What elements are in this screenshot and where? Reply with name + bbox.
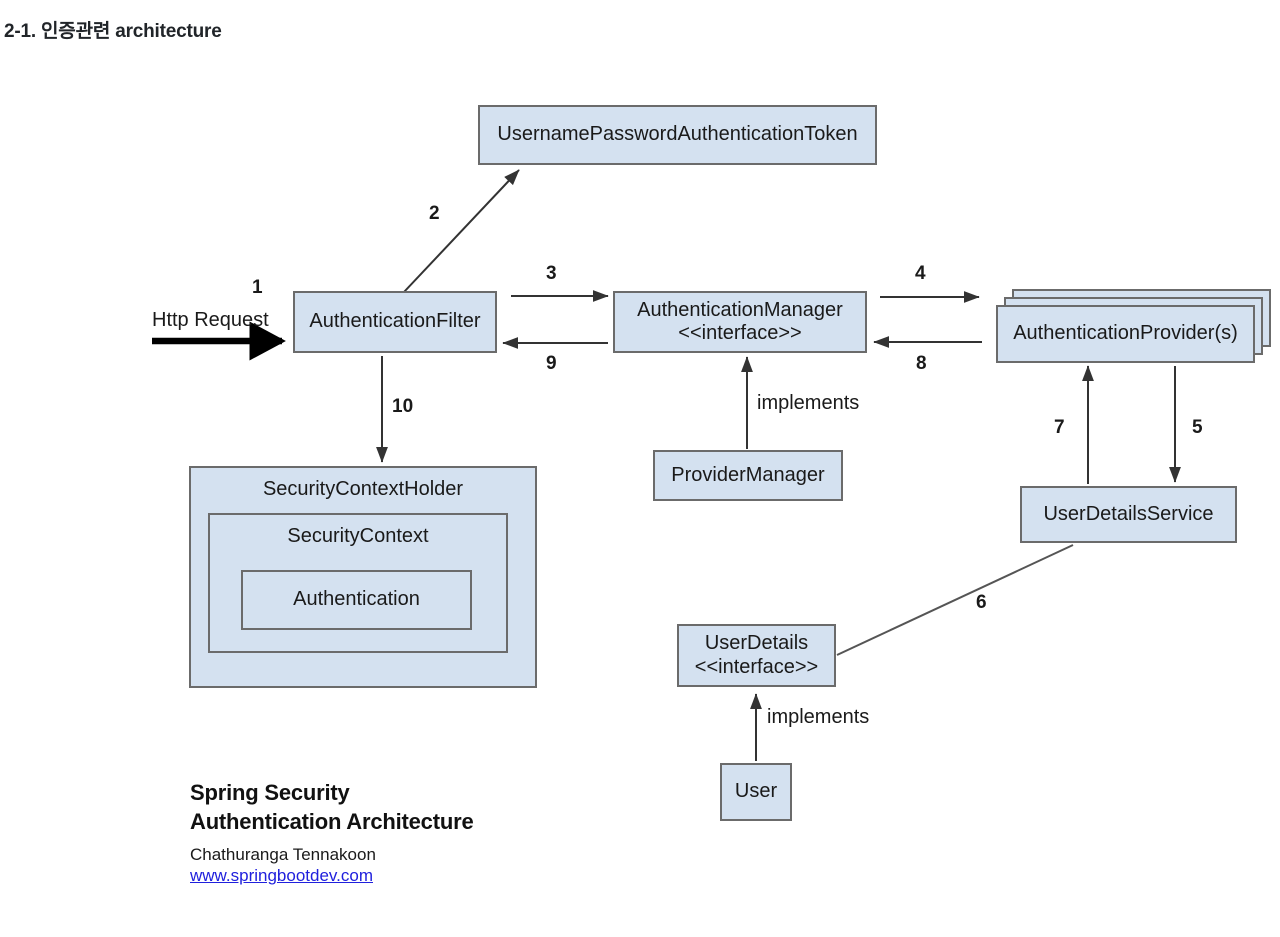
- node-label: SecurityContextHolder: [262, 478, 464, 500]
- caption-title: Spring Security Authentication Architect…: [190, 780, 474, 835]
- annotation-implements-provider-manager: implements: [757, 392, 860, 414]
- edge-label-5: 5: [1192, 417, 1203, 438]
- diagram-caption: Spring Security Authentication Architect…: [190, 778, 650, 886]
- node-label: AuthenticationManager <<interface>>: [637, 298, 843, 344]
- node-user-details[interactable]: UserDetails <<interface>>: [677, 624, 836, 687]
- edge-label-1: 1: [252, 277, 263, 298]
- node-authentication-filter[interactable]: AuthenticationFilter: [293, 291, 497, 353]
- node-authentication-provider[interactable]: AuthenticationProvider(s): [996, 305, 1255, 363]
- edge-2-filter-to-token: [403, 169, 520, 293]
- node-authentication[interactable]: Authentication: [241, 570, 472, 630]
- edge-label-4: 4: [915, 263, 926, 284]
- node-label: UsernamePasswordAuthenticationToken: [497, 123, 858, 146]
- node-label: Authentication: [293, 588, 420, 611]
- node-label: UserDetailsService: [1043, 502, 1214, 525]
- node-label: User: [734, 780, 778, 803]
- edge-label-3: 3: [546, 263, 557, 284]
- node-authentication-manager[interactable]: AuthenticationManager <<interface>>: [613, 291, 867, 353]
- node-label: AuthenticationProvider(s): [1013, 322, 1238, 345]
- caption-website-link[interactable]: www.springbootdev.com: [190, 866, 373, 886]
- annotation-implements-user: implements: [767, 706, 870, 728]
- edge-label-9: 9: [546, 353, 557, 374]
- node-user-details-service[interactable]: UserDetailsService: [1020, 486, 1237, 543]
- edge-label-7: 7: [1054, 417, 1065, 438]
- edge-label-8: 8: [916, 353, 927, 374]
- caption-author: Chathuranga Tennakoon: [190, 845, 376, 865]
- page-title: 2-1. 인증관련 architecture: [4, 21, 222, 42]
- node-provider-manager[interactable]: ProviderManager: [653, 450, 843, 501]
- node-label: SecurityContext: [287, 525, 429, 547]
- node-label: ProviderManager: [671, 463, 825, 486]
- node-label: UserDetails <<interface>>: [694, 632, 819, 678]
- node-label: AuthenticationFilter: [309, 310, 481, 333]
- node-user[interactable]: User: [720, 763, 792, 821]
- edge-label-6: 6: [976, 592, 987, 613]
- annotation-http-request: Http Request: [152, 309, 269, 331]
- edge-label-10: 10: [392, 396, 414, 417]
- edge-label-2: 2: [429, 203, 440, 224]
- node-username-password-authentication-token[interactable]: UsernamePasswordAuthenticationToken: [478, 105, 877, 165]
- edge-6-userdetails-to-userdetailsservice: [836, 544, 1074, 656]
